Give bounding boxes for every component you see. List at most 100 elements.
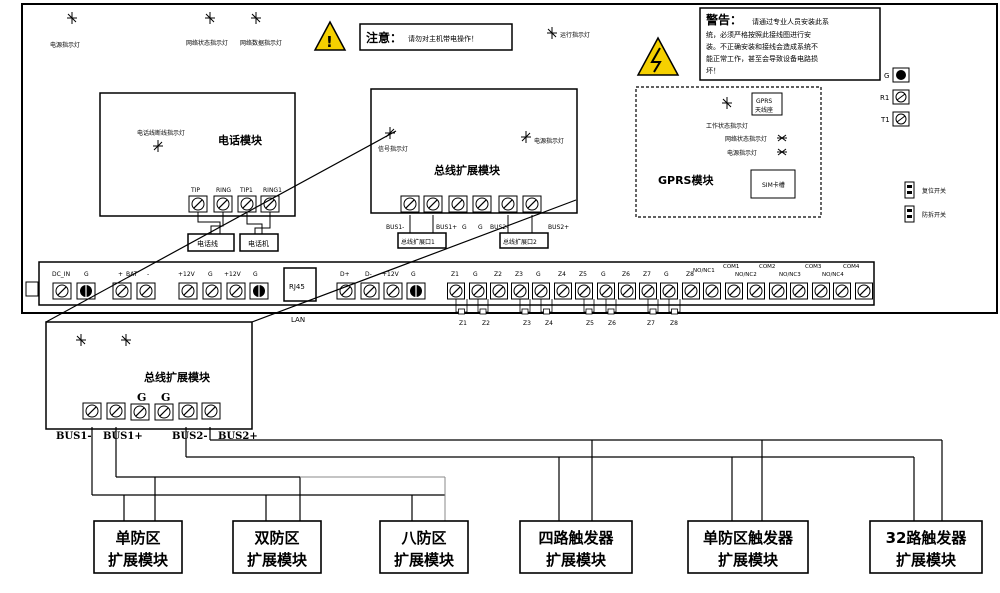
bus-bottom-terminal-block — [82, 402, 221, 421]
phone-box — [239, 233, 279, 252]
bus-port1-box — [397, 232, 447, 249]
gprs-net-led-label: 网络状态指示灯 — [725, 135, 767, 143]
screw-terminal — [682, 282, 700, 300]
notice-box — [359, 23, 513, 51]
phone-terminal-label: RING — [216, 187, 231, 194]
expansion-module-subtitle: 扩展模块 — [394, 551, 455, 569]
screw-terminal — [747, 282, 765, 300]
terminal-label: +12V — [224, 271, 242, 278]
screw-terminal — [618, 282, 636, 300]
terminal-label: Z5 — [579, 271, 587, 278]
terminal-label: D- — [365, 271, 372, 278]
bus-bottom-led-icon — [121, 334, 131, 346]
bus-top-terminal-label: G — [462, 224, 467, 231]
screw-terminal — [249, 282, 269, 300]
screw-terminal — [447, 282, 465, 300]
zone-resistor — [543, 308, 550, 315]
right-terminal-label: T1 — [880, 116, 890, 124]
terminal-label: NO/NC4 — [822, 272, 844, 278]
signal-led-label: 信号指示灯 — [378, 145, 408, 153]
screw-terminal — [178, 282, 198, 300]
zone-resistor-label: Z4 — [545, 320, 553, 327]
screw-terminal — [423, 195, 443, 213]
bus-top-terminal-label: BUS2+ — [548, 224, 569, 231]
gprs-net-led-icon — [777, 134, 787, 142]
zone-resistor — [585, 308, 593, 315]
terminal-label: G — [536, 271, 541, 278]
screw-terminal — [725, 282, 743, 300]
net-status-led-label: 网络状态指示灯 — [186, 39, 228, 47]
zone-resistor-label: Z5 — [586, 320, 594, 327]
expansion-module-name: 单防区触发器 — [703, 529, 794, 547]
terminal-label: COM2 — [759, 264, 775, 270]
run-led-label: 运行指示灯 — [560, 31, 590, 39]
terminal-label: Z8 — [686, 271, 694, 278]
zone-resistor — [521, 308, 529, 315]
right-terminal-block — [892, 67, 910, 127]
screw-terminal — [498, 195, 518, 213]
terminal-label: G — [411, 271, 416, 278]
expansion-module-subtitle: 扩展模块 — [718, 551, 779, 569]
warning-line: 统，必须严格按照此接线图进行安 — [706, 30, 811, 39]
screw-terminal — [575, 282, 593, 300]
screw-terminal — [130, 403, 150, 421]
screw-terminal — [790, 282, 808, 300]
lan-label: LAN — [291, 316, 305, 324]
screw-terminal — [213, 195, 233, 213]
zone-resistor-label: Z1 — [459, 320, 467, 327]
warning-box — [699, 7, 881, 81]
terminal-label: Z1 — [451, 271, 459, 278]
tamper-switch — [904, 205, 915, 223]
gprs-antenna-label: 天线座 — [755, 106, 773, 114]
zone-resistor-label: Z7 — [647, 320, 655, 327]
warning-line: 装。不正确安装和接线会造成系统不 — [706, 42, 818, 51]
screw-terminal — [554, 282, 572, 300]
bus-bottom-g-label: G — [161, 391, 170, 404]
screw-terminal — [154, 403, 174, 421]
expansion-module-row: 单防区扩展模块双防区扩展模块八防区扩展模块四路触发器扩展模块单防区触发器扩展模块… — [93, 520, 983, 574]
zone-resistor-label: Z8 — [670, 320, 678, 327]
terminal-label: G — [208, 271, 213, 278]
screw-terminal — [178, 402, 198, 420]
warning-title: 警告： — [705, 12, 742, 27]
bus-bottom-g-label: G — [137, 391, 146, 404]
phone-line-label: 电话线 — [197, 239, 218, 248]
rj45-label: RJ45 — [289, 283, 305, 291]
bus-power-led-label: 电源指示灯 — [534, 137, 564, 145]
screw-terminal — [448, 195, 468, 213]
rj45-port — [283, 267, 317, 302]
bus-top-terminal-label: BUS1+ — [436, 224, 457, 231]
bus-top-terminal-label: BUS2- — [490, 224, 508, 231]
power-led-icon — [67, 12, 77, 24]
bus-link-line — [251, 199, 577, 323]
reset-switch-label: 复位开关 — [922, 187, 946, 195]
expansion-module-subtitle: 扩展模块 — [108, 551, 169, 569]
screw-terminal — [237, 195, 257, 213]
screw-terminal — [201, 402, 221, 420]
screw-terminal — [360, 282, 380, 300]
terminal-label: - — [147, 271, 149, 278]
phone-label: 电话机 — [248, 239, 269, 248]
terminal-label: NO/NC3 — [779, 272, 801, 278]
bus-link-line — [45, 130, 397, 323]
warning-line: 请通过专业人员安装此系 — [752, 17, 829, 26]
bus-top-terminal-block — [400, 195, 542, 213]
screw-terminal — [52, 282, 72, 300]
terminal-label: D+ — [340, 271, 350, 278]
screw-terminal — [522, 195, 542, 213]
screw-terminal — [406, 282, 426, 300]
net-data-led-icon — [251, 12, 261, 24]
screw-terminal — [490, 282, 508, 300]
terminal-label: G — [253, 271, 258, 278]
screw-terminal — [660, 282, 678, 300]
screw-terminal — [597, 282, 615, 300]
caution-triangle-icon: ! — [313, 20, 347, 51]
bus-port1-label: 总线扩展口1 — [401, 238, 435, 246]
terminal-label: +12V — [178, 271, 196, 278]
phone-terminal-label: RING1 — [263, 187, 282, 194]
